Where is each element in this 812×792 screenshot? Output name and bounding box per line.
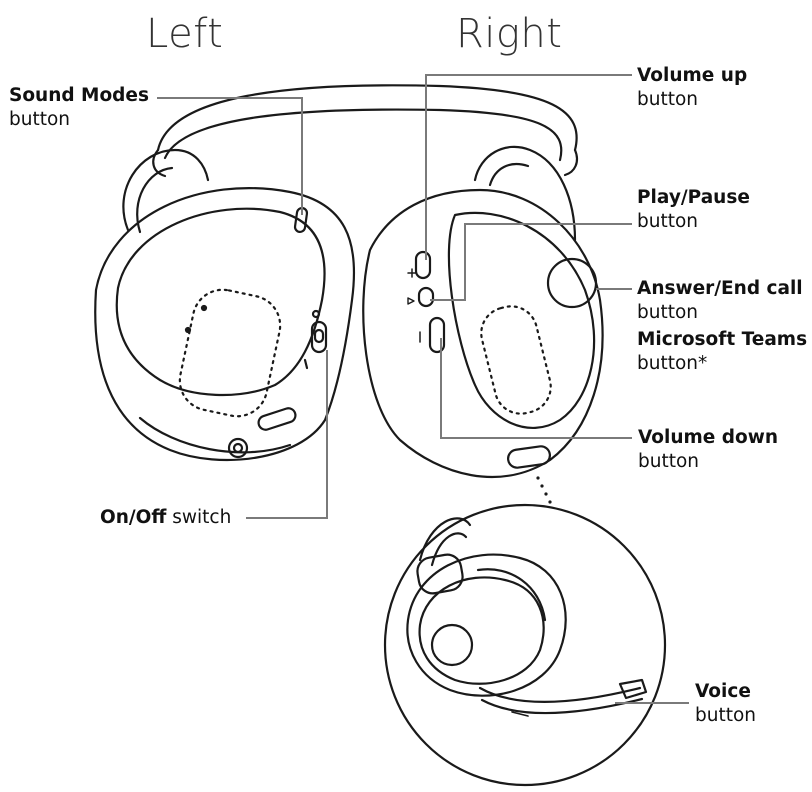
voice-label: Voice button <box>695 680 756 728</box>
headband <box>152 84 579 178</box>
zoom-leader <box>536 476 552 504</box>
zoom-headset <box>406 517 648 717</box>
teams-suffix: button* <box>637 353 708 374</box>
left-hinge <box>122 148 210 234</box>
volume-up-name: Volume up <box>637 65 748 86</box>
zoom-circle <box>383 503 667 787</box>
left-heading: Left <box>146 11 224 57</box>
teams-label: Microsoft Teams button* <box>637 328 807 376</box>
play-pause-suffix: button <box>637 211 699 232</box>
volume-down-suffix: button <box>638 451 700 472</box>
callout-lines <box>157 74 689 704</box>
volume-down-name: Volume down <box>638 427 779 448</box>
on-off-suffix: switch <box>172 507 232 528</box>
answer-end-suffix: button <box>637 302 699 323</box>
on-off-name: On/Off <box>100 507 167 528</box>
answer-end-label: Answer/End call button <box>637 277 803 325</box>
on-off-label: On/Off switch <box>100 506 231 530</box>
voice-suffix: button <box>695 705 757 726</box>
right-earcup <box>362 188 604 479</box>
play-pause-name: Play/Pause <box>637 187 750 208</box>
right-hinge <box>473 145 577 242</box>
voice-name: Voice <box>695 681 751 702</box>
sound-modes-suffix: button <box>9 109 71 130</box>
answer-end-name: Answer/End call <box>637 278 803 299</box>
play-pause-label: Play/Pause button <box>637 186 750 234</box>
teams-name: Microsoft Teams <box>637 329 808 350</box>
left-earcup <box>94 187 356 462</box>
sound-modes-label: Sound Modes button <box>9 84 149 132</box>
volume-down-label: Volume down button <box>638 426 778 474</box>
right-heading: Right <box>456 11 563 57</box>
volume-up-label: Volume up button <box>637 64 747 112</box>
volume-up-suffix: button <box>637 89 699 110</box>
sound-modes-name: Sound Modes <box>9 85 149 106</box>
